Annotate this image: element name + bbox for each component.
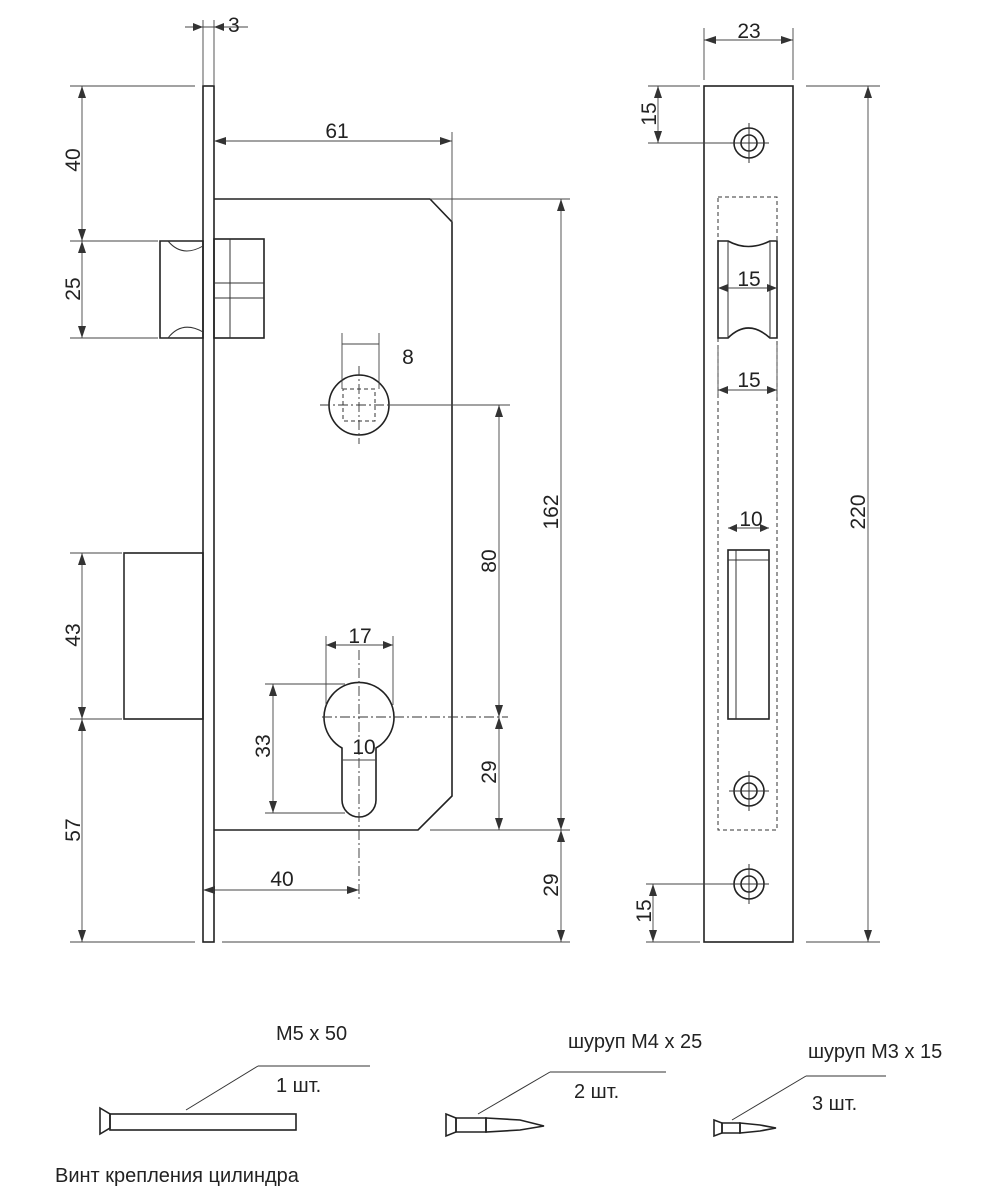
deadbolt	[123, 552, 204, 720]
dim-cylinder-height: 33	[252, 734, 275, 757]
strike-top-screw-hole	[729, 123, 769, 163]
dim-spindle-to-cylinder: 80	[478, 549, 501, 572]
dim-bottom-to-deadbolt: 57	[62, 818, 85, 841]
dim-cylinder-backset: 40	[270, 868, 293, 891]
dim-cylinder-pin: 10	[352, 736, 375, 759]
dim-spindle-square: 8	[402, 346, 414, 369]
accessory-1-qty: 1 шт.	[276, 1075, 321, 1097]
dim-body-height: 162	[540, 494, 563, 529]
strike-dimension-lines	[646, 28, 880, 943]
dim-strike-latch-lower: 15	[737, 369, 760, 392]
dim-cylinder-width: 17	[348, 625, 371, 648]
strike-middle-screw-hole	[729, 771, 769, 811]
accessory-wood-screw-m3: шуруп М3 x 15 3 шт.	[713, 1041, 942, 1138]
lock-body-view	[123, 85, 508, 943]
dim-plate-thickness: 3	[228, 14, 240, 37]
dimension-labels: 3 40 25 61 8 162 80 43 17 33 10 29 57 40…	[62, 14, 563, 897]
dim-strike-bolt-slot: 10	[739, 508, 762, 531]
spindle-hole	[320, 366, 398, 444]
extension-lines	[70, 20, 570, 943]
strike-plate	[703, 85, 794, 943]
dim-strike-total-height: 220	[847, 494, 870, 529]
accessory-wood-screw-m4: шуруп М4 x 25 2 шт.	[445, 1031, 702, 1138]
strike-dimension-labels: 23 15 15 15 10 220 15	[633, 20, 870, 923]
accessory-1-caption: Винт крепления цилиндра	[55, 1165, 300, 1187]
dim-strike-width: 23	[737, 20, 760, 43]
strike-bottom-screw-hole	[729, 864, 769, 904]
accessory-3-name: шуруп М3 x 15	[808, 1041, 942, 1063]
dim-backset: 61	[325, 120, 348, 143]
cylinder-hole	[322, 650, 508, 900]
strike-plate-view	[703, 85, 794, 943]
accessory-2-name: шуруп М4 x 25	[568, 1031, 702, 1053]
dim-strike-bottom-hole: 15	[633, 899, 656, 922]
dim-strike-latch-upper: 15	[737, 268, 760, 291]
accessory-cylinder-screw: M5 x 50 1 шт. Винт крепления цилиндра	[55, 1023, 370, 1187]
latch-bolt	[159, 238, 265, 339]
accessory-2-qty: 2 шт.	[574, 1081, 619, 1103]
dim-cylinder-to-body-bottom: 29	[478, 760, 501, 783]
face-plate	[202, 85, 215, 943]
dim-top-to-latch: 40	[62, 148, 85, 171]
dimension-lines	[81, 26, 562, 942]
dim-body-bottom-to-plate-bottom: 29	[540, 873, 563, 896]
strike-bolt-slot	[727, 549, 770, 720]
lock-case	[214, 198, 453, 831]
strike-outline-dashed	[717, 196, 778, 831]
dim-strike-top-hole: 15	[638, 102, 661, 125]
dim-deadbolt-height: 43	[62, 623, 85, 646]
dim-latch-height: 25	[62, 277, 85, 300]
arrowheads	[78, 23, 565, 942]
accessory-1-name: M5 x 50	[276, 1023, 347, 1045]
accessory-3-qty: 3 шт.	[812, 1093, 857, 1115]
